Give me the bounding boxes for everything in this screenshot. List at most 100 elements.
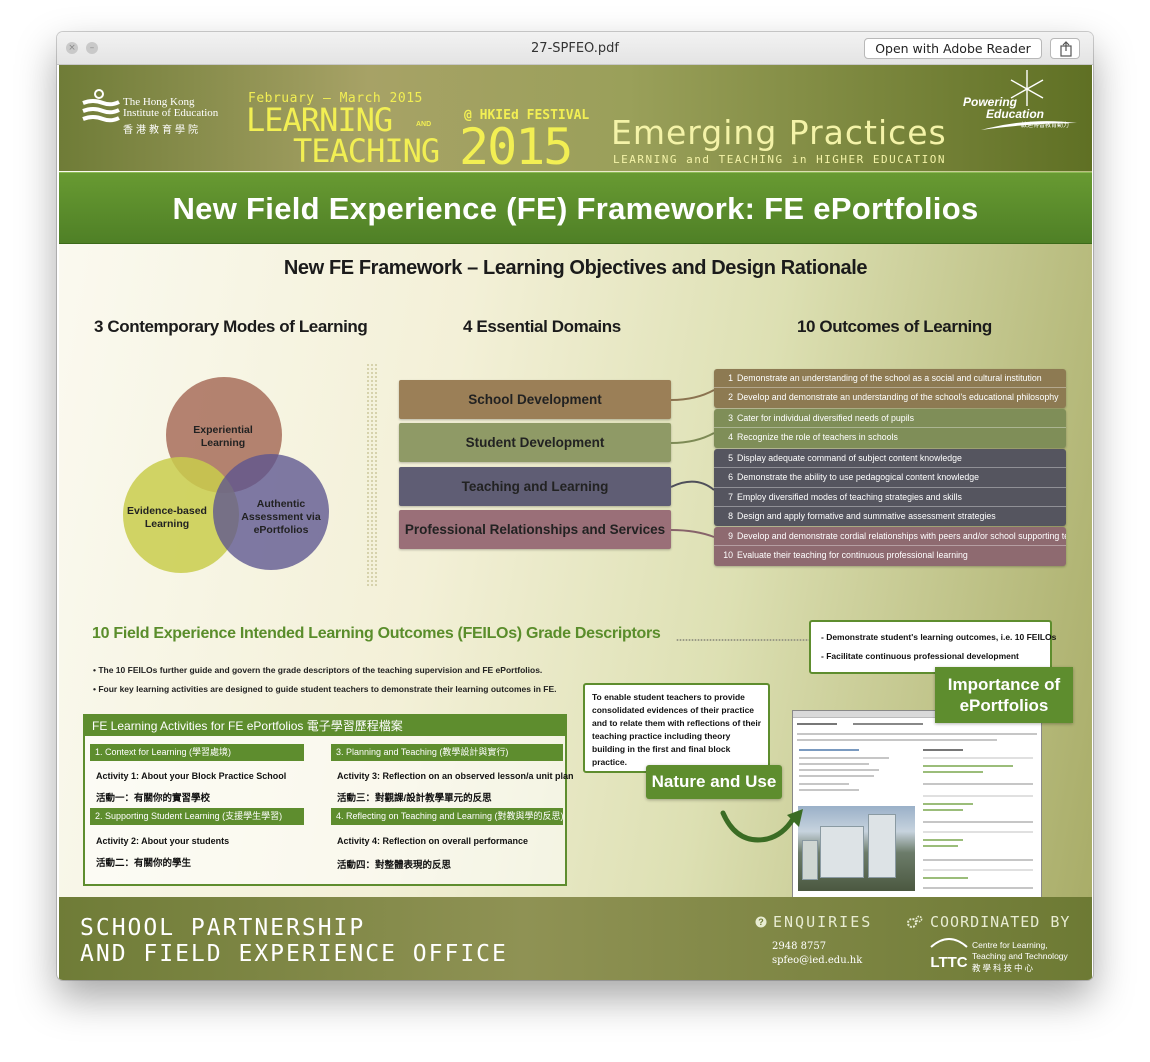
outcome-number: 8 [728,510,733,521]
hkied-name-line1: The Hong Kong [123,96,195,108]
outcome-group-student: 3 Cater for individual diversified needs … [714,409,1066,448]
outcome-text: Demonstrate an understanding of the scho… [737,373,1042,383]
outcome-number: 3 [728,413,733,423]
outcome-row: 7 Employ diversified modes of teaching st… [714,488,1066,507]
modes-heading: 3 Contemporary Modes of Learning [94,317,368,336]
importance-list: - Demonstrate student's learning outcome… [809,620,1056,674]
minimize-icon[interactable]: – [86,42,98,54]
outcome-row: 10 Evaluate their teaching for continuous… [714,546,1066,565]
building-shape [802,840,818,880]
screenshot-line [923,869,1033,871]
outcome-text: Design and apply formative and summative… [737,510,996,521]
screenshot-line [799,789,859,791]
outcome-number: 4 [728,432,733,443]
screenshot-line [799,775,874,777]
building-shape [868,814,896,878]
outcome-text: Display adequate command of subject cont… [737,453,962,463]
festival-year: 2015 [459,118,573,176]
screenshot-toolbar [793,711,1041,718]
dotted-divider [366,363,378,588]
outcome-text: Cater for individual diversified needs o… [737,413,915,423]
learning-activities-title: FE Learning Activities for FE ePortfolio… [85,716,565,736]
screenshot-line [797,739,997,741]
festival-teaching: TEACHING [293,132,440,170]
education-text: Education [986,107,1045,121]
feilo-dotted-leader [676,637,866,643]
close-icon[interactable]: × [66,42,78,54]
activity-1-title-zh: 活動一：有關你的實習學校 [96,793,211,804]
screenshot-line [923,795,1033,797]
venn-experiential-label: Experiential Learning [193,424,253,449]
activity-2-heading: 2. Supporting Student Learning (支援學生學習) [90,808,304,825]
svg-text:?: ? [758,917,764,927]
activity-1-heading: 1. Context for Learning (學習處境) [90,744,304,761]
main-title: New Field Experience (FE) Framework: FE … [172,191,979,226]
section-title: New FE Framework – Learning Objectives a… [283,257,868,279]
venn-authentic-circle [213,454,329,570]
centre-name-line2: Teaching and Technology [972,951,1068,961]
screenshot-line [923,783,1033,785]
emerging-practices-title: Emerging Practices [611,113,947,152]
hkied-logo-icon [82,89,120,123]
screenshot-line [923,765,1013,767]
screenshot-line [923,757,1033,759]
learning-activities-box: FE Learning Activities for FE ePortfolio… [83,714,574,886]
enquiries-email[interactable]: spfeo@ied.edu.hk [772,955,863,966]
centre-name-line1: Centre for Learning, [972,940,1048,950]
poster-footer: SCHOOL PARTNERSHIP AND FIELD EXPERIENCE … [59,897,1092,980]
screenshot-line [923,831,1033,833]
outcome-text: Evaluate their teaching for continuous p… [737,550,968,561]
outcome-text: Employ diversified modes of teaching str… [737,491,962,502]
poster-page: The Hong Kong Institute of Education 香港教… [59,65,1092,980]
screenshot-line [923,749,963,751]
screenshot-line [923,887,1033,889]
screenshot-line [799,749,859,751]
poster-header: The Hong Kong Institute of Education 香港教… [59,65,1092,176]
importance-badge-line1: Importance of [947,675,1061,694]
screenshot-line [799,763,869,765]
screenshot-line [923,845,958,847]
coordinated-by-label: COORDINATED BY [930,913,1071,931]
enquiries-phone: 2948 8757 [772,941,827,952]
activity-3-title-zh: 活動三：對觀課/設計教學單元的反思 [337,793,492,804]
domain-professional-relationships: Professional Relationships and Services [399,510,671,549]
pdf-preview-window: × – 27-SPFEO.pdf Open with Adobe Reader … [57,32,1093,980]
screenshot-line [923,809,963,811]
outcome-number: 7 [728,491,733,502]
office-name: SCHOOL PARTNERSHIP AND FIELD EXPERIENCE … [80,915,508,967]
gears-icon [907,915,923,928]
eportfolio-screenshot [792,710,1042,898]
activity-3-heading: 3. Planning and Teaching (教學設計與實行) [331,744,563,761]
emerging-practices-subtitle: LEARNING and TEACHING in HIGHER EDUCATIO… [613,153,947,166]
importance-badge: Importance of ePortfolios [935,667,1073,723]
building-shape [820,826,864,878]
share-button[interactable] [1050,38,1080,59]
screenshot-line [799,757,889,759]
open-with-adobe-reader-button[interactable]: Open with Adobe Reader [864,38,1042,59]
powering-education-zh: 啟迪博智教育動力 [1021,123,1070,129]
outcome-number: 10 [723,550,733,561]
importance-item-2: - Facilitate continuous professional dev… [821,651,1019,661]
screenshot-line [923,877,968,879]
screenshot-line [799,769,879,771]
screenshot-line [797,733,1037,735]
curved-arrow-icon [720,809,803,843]
screenshot-line [797,723,837,725]
window-title: 27-SPFEO.pdf [531,41,619,56]
venn-evidence-circle [123,457,239,573]
nature-and-use-badge: Nature and Use [646,765,782,799]
domain-school-development: School Development [399,380,671,419]
screenshot-line [923,821,1033,823]
feilo-bullet-2: • Four key learning activities are desig… [93,684,557,694]
feilo-bullet-1: • The 10 FEILOs further guide and govern… [93,665,543,675]
domain-teaching-and-learning: Teaching and Learning [399,467,671,506]
domain-outcome-connectors [671,389,715,538]
share-icon [1060,41,1072,57]
